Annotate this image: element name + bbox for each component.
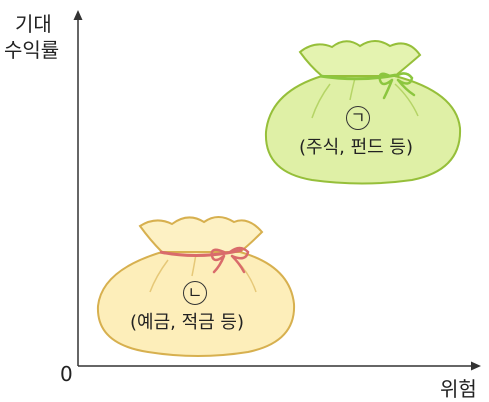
y-axis-arrow — [73, 10, 83, 20]
bag-high-risk-neck — [298, 40, 422, 77]
y-axis-label-line1: 기대 — [15, 12, 52, 36]
bag-high-risk-symbol: ㄱ — [346, 106, 370, 130]
bag-low-risk-bow — [210, 246, 250, 274]
bag-high-risk-body — [264, 75, 462, 185]
bag-high-risk — [264, 40, 462, 185]
bag-high-risk-caption: (주식, 펀드 등) — [299, 137, 414, 158]
bag-low-risk-neck — [138, 216, 264, 253]
origin-label: 0 — [60, 362, 73, 386]
bag-low-risk-caption: (예금, 적금 등) — [130, 312, 245, 333]
bag-high-risk-bow — [378, 72, 416, 100]
bag-low-risk-symbol: ㄴ — [183, 281, 207, 305]
y-axis-label-line2: 수익률 — [4, 38, 60, 62]
x-axis-label: 위험 — [440, 377, 477, 401]
axes — [73, 10, 481, 371]
bag-low-risk-ribbon — [159, 248, 243, 258]
x-axis-arrow — [471, 361, 481, 371]
